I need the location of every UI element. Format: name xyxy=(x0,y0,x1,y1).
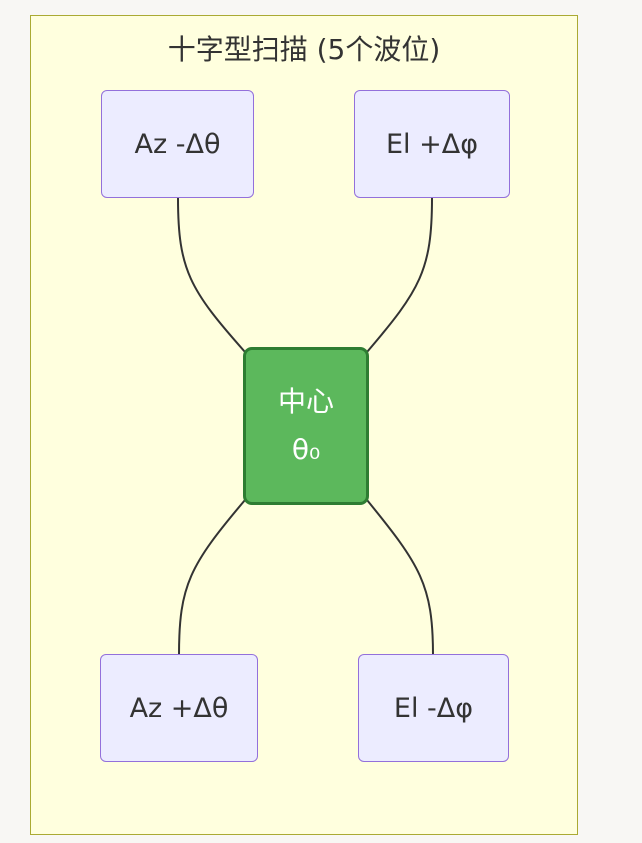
node-el-minus: El -Δφ xyxy=(358,654,509,762)
edge-center-to-az-plus xyxy=(178,499,246,656)
node-az-minus: Az -Δθ xyxy=(101,90,254,198)
cluster-title: 十字型扫描 (5个波位) xyxy=(167,33,441,66)
node-center: 中心 θ₀ xyxy=(243,347,369,505)
node-az-plus-label: Az +Δθ xyxy=(129,692,229,724)
node-el-plus-label: El +Δφ xyxy=(385,128,479,160)
node-az-minus-label: Az -Δθ xyxy=(134,128,221,160)
node-center-theta: θ₀ xyxy=(291,433,321,466)
edge-az-minus-to-center xyxy=(177,197,246,353)
edge-center-to-el-minus xyxy=(366,499,434,656)
node-el-minus-label: El -Δφ xyxy=(393,692,474,724)
node-el-plus: El +Δφ xyxy=(354,90,510,198)
node-center-label: 中心 xyxy=(277,385,334,418)
edge-el-plus-to-center xyxy=(366,197,433,353)
node-az-plus: Az +Δθ xyxy=(100,654,258,762)
